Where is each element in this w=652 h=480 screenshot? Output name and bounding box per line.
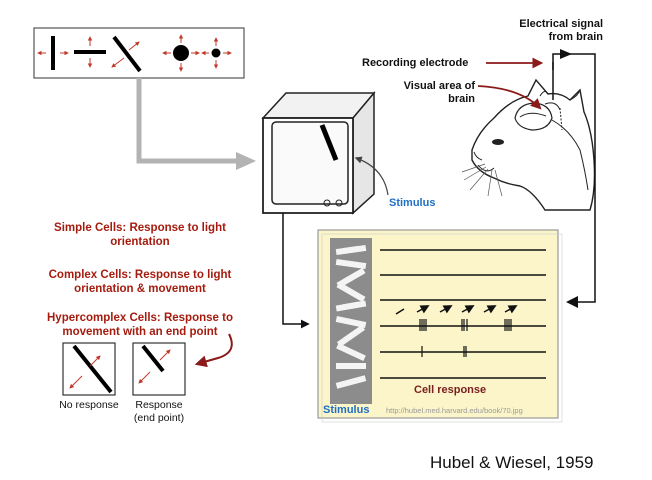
stimulus-bar-cross-7: [342, 328, 359, 343]
citation: Hubel & Wiesel, 1959: [430, 453, 594, 472]
hypercomplex-cells-text: Hypercomplex Cells: Response to movement…: [47, 312, 233, 338]
electrode-signal-loop: [552, 49, 596, 308]
response-end-point-label: Response (end point): [133, 399, 185, 424]
stimulus-bar-6: [335, 315, 367, 329]
complex-cells-text: Complex Cells: Response to light orienta…: [48, 269, 232, 295]
example-response-end-point: [132, 342, 186, 396]
visual-area-label: Visual area of brain: [403, 80, 475, 105]
stimulus-bar-10: [335, 375, 367, 389]
stimulus-bar-2: [335, 258, 367, 270]
cat-illustration: [461, 78, 596, 211]
source-url: http://hubel.med.harvard.edu/book/70.jpg: [386, 406, 523, 415]
gray-arrow: [136, 78, 256, 170]
recording-electrode-label: Recording electrode: [362, 57, 469, 69]
cell-response-label: Cell response: [414, 384, 487, 396]
stimulus-bars-svg: [335, 244, 367, 389]
stimulus-monitor: [261, 90, 376, 215]
stimulus-examples-strip: [33, 27, 245, 79]
stimulus-bar-cross-3: [342, 271, 359, 284]
stimulus-bar-cross-5: [342, 301, 360, 310]
example-no-response: [62, 342, 116, 396]
stimulus-bar-4: [336, 281, 366, 303]
stimulus-bar-cross-1: [342, 245, 360, 254]
no-response-label: No response: [59, 399, 119, 411]
stimulus-panel-label: Stimulus: [323, 404, 370, 416]
stimulus-bar-sequence: [330, 238, 372, 404]
monitor-to-panel-arrow: [282, 213, 310, 329]
stimulus-monitor-label: Stimulus: [389, 197, 436, 209]
electrical-signal-label: Electrical signal from brain: [519, 18, 603, 43]
simple-cells-text: Simple Cells: Response to light orientat…: [54, 222, 226, 248]
stimulus-bar-8: [336, 342, 366, 362]
stimulus-bar-cross-9: [343, 363, 359, 368]
